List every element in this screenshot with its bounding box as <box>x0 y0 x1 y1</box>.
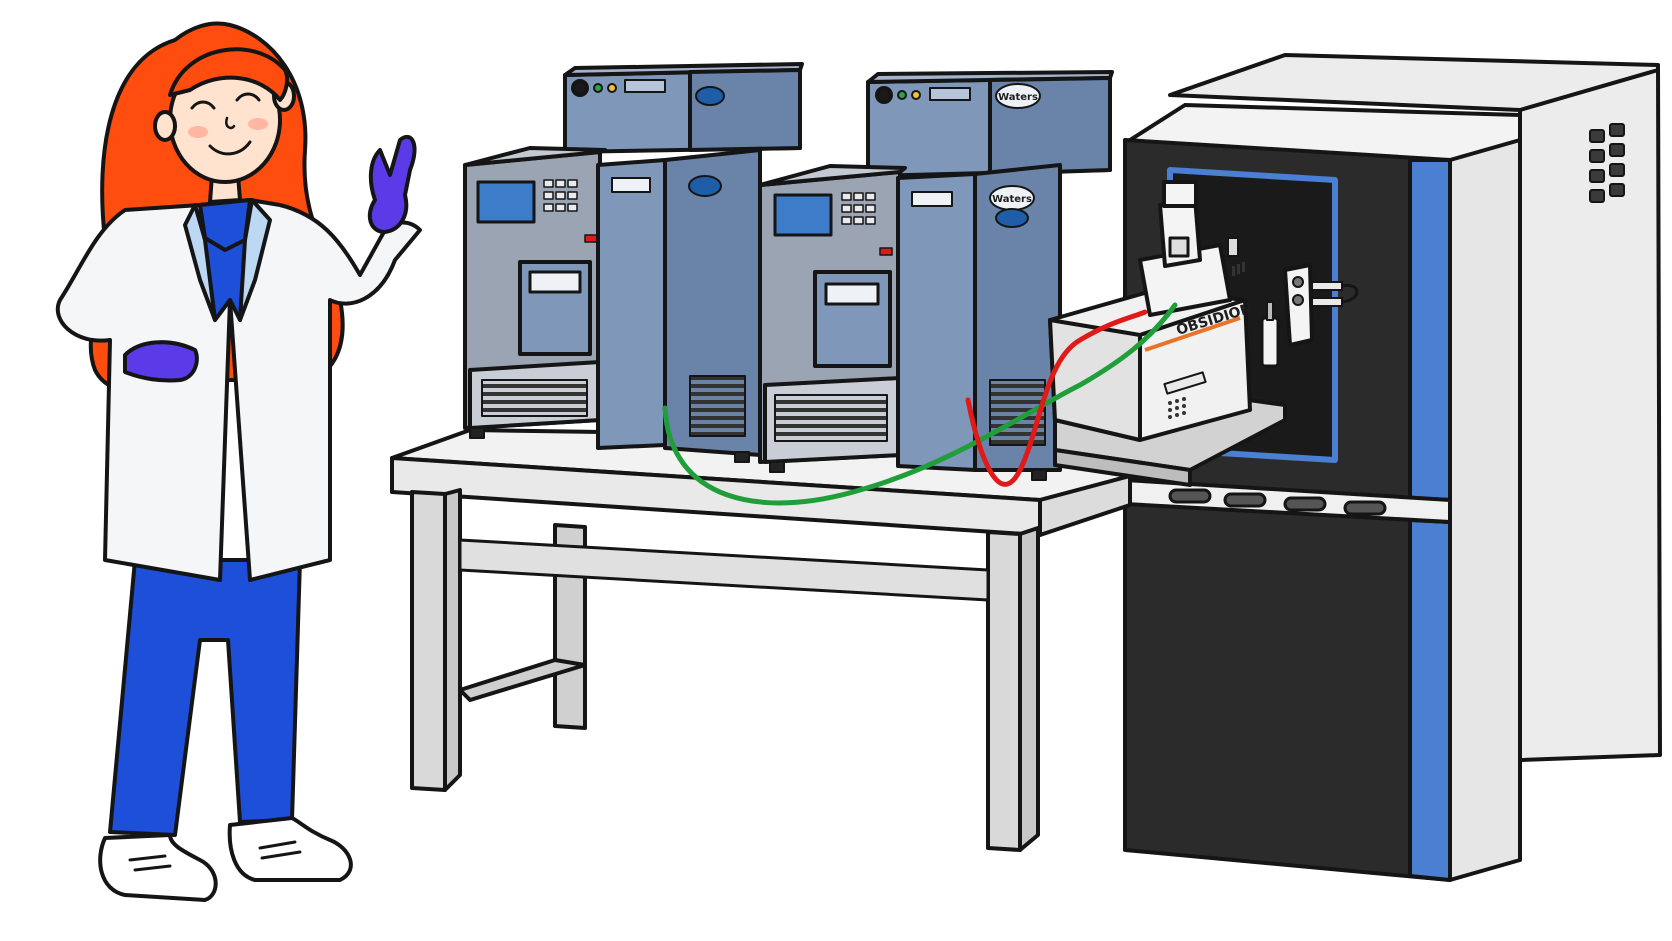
scientist <box>56 21 422 902</box>
lc-stack-left <box>463 62 804 463</box>
cabinet-vents <box>1589 123 1625 203</box>
tubing <box>662 302 1178 506</box>
green-tubing <box>662 302 1178 506</box>
lc-stack-right: Waters Waters <box>758 70 1114 481</box>
ion-source: OBSIDION <box>1048 180 1359 487</box>
lab-bench <box>390 428 1132 852</box>
red-tubing <box>965 309 1148 487</box>
ms-slots <box>1168 488 1387 516</box>
mass-spectrometer <box>1123 53 1662 882</box>
brand-label-bottom: Waters <box>992 194 1032 205</box>
brand-label-top: Waters <box>998 92 1038 103</box>
